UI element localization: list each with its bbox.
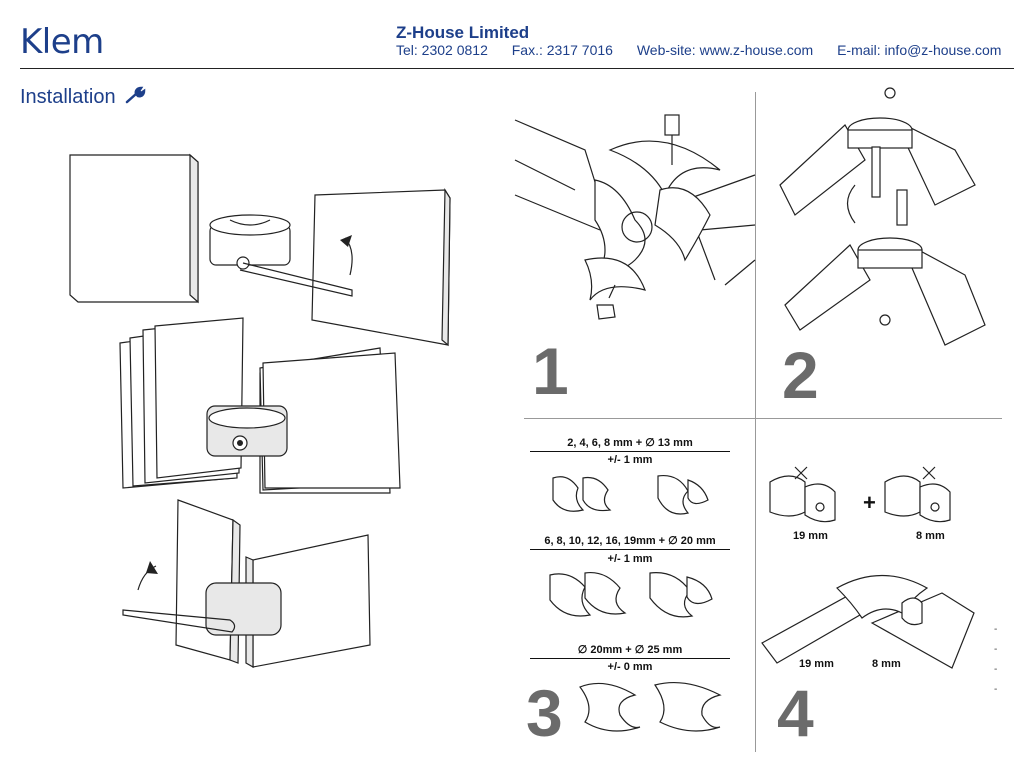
email: E-mail: info@z-house.com [837,42,1002,58]
illustration-hinge-open [119,317,401,494]
assembled-right-size: 8 mm [872,658,901,670]
spec-title-3: ∅ 20mm + ∅ 25 mm [577,644,683,656]
spacer-pair-large [579,681,722,732]
step-4-cut-illustration [769,466,951,523]
step-number-3: 3 [526,676,563,750]
contact-line: Tel: 2302 0812 Fax.: 2317 7016 Web-site:… [396,42,1001,58]
brand-logo: Klem [20,22,104,62]
illustration-glass-panels-top [69,153,451,347]
step-number-2: 2 [782,338,819,412]
vertical-divider [755,92,756,752]
fax: Fax.: 2317 7016 [511,42,613,58]
spacer-pair-medium [549,571,713,618]
spec-title-1: 2, 4, 6, 8 mm + ∅ 13 mm [567,437,693,449]
step-number-1: 1 [532,334,569,408]
section-title: Installation [20,86,147,109]
wrench-icon [125,86,146,104]
spec-rule-1 [530,451,730,452]
spec-tolerance-2: +/- 1 mm [607,553,653,565]
spec-tolerance-3: +/- 0 mm [607,661,653,673]
step-1-illustration [514,114,756,320]
spec-tolerance-1: +/- 1 mm [607,454,653,466]
spec-rule-2 [530,549,730,550]
spec-title-2: 6, 8, 10, 12, 16, 19mm + ∅ 20 mm [544,535,716,547]
company-name: Z-House Limited [396,23,530,42]
plus-sign: + [863,490,876,515]
header-divider [20,68,1014,69]
cut-right-size: 8 mm [916,530,945,542]
margin-marks: ---- [994,624,998,695]
step-4-assembled-illustration [761,574,975,669]
spacer-pair-small [552,474,709,515]
horizontal-divider [524,418,1002,419]
assembled-left-size: 19 mm [799,658,834,670]
website: Web-site: www.z-house.com [636,42,814,58]
telephone: Tel: 2302 0812 [396,42,488,58]
step-2-illustration [779,87,986,346]
illustration-hinge-closed [122,499,371,669]
step-number-4: 4 [777,676,814,750]
cut-left-size: 19 mm [793,530,828,542]
spec-rule-3 [530,658,730,659]
